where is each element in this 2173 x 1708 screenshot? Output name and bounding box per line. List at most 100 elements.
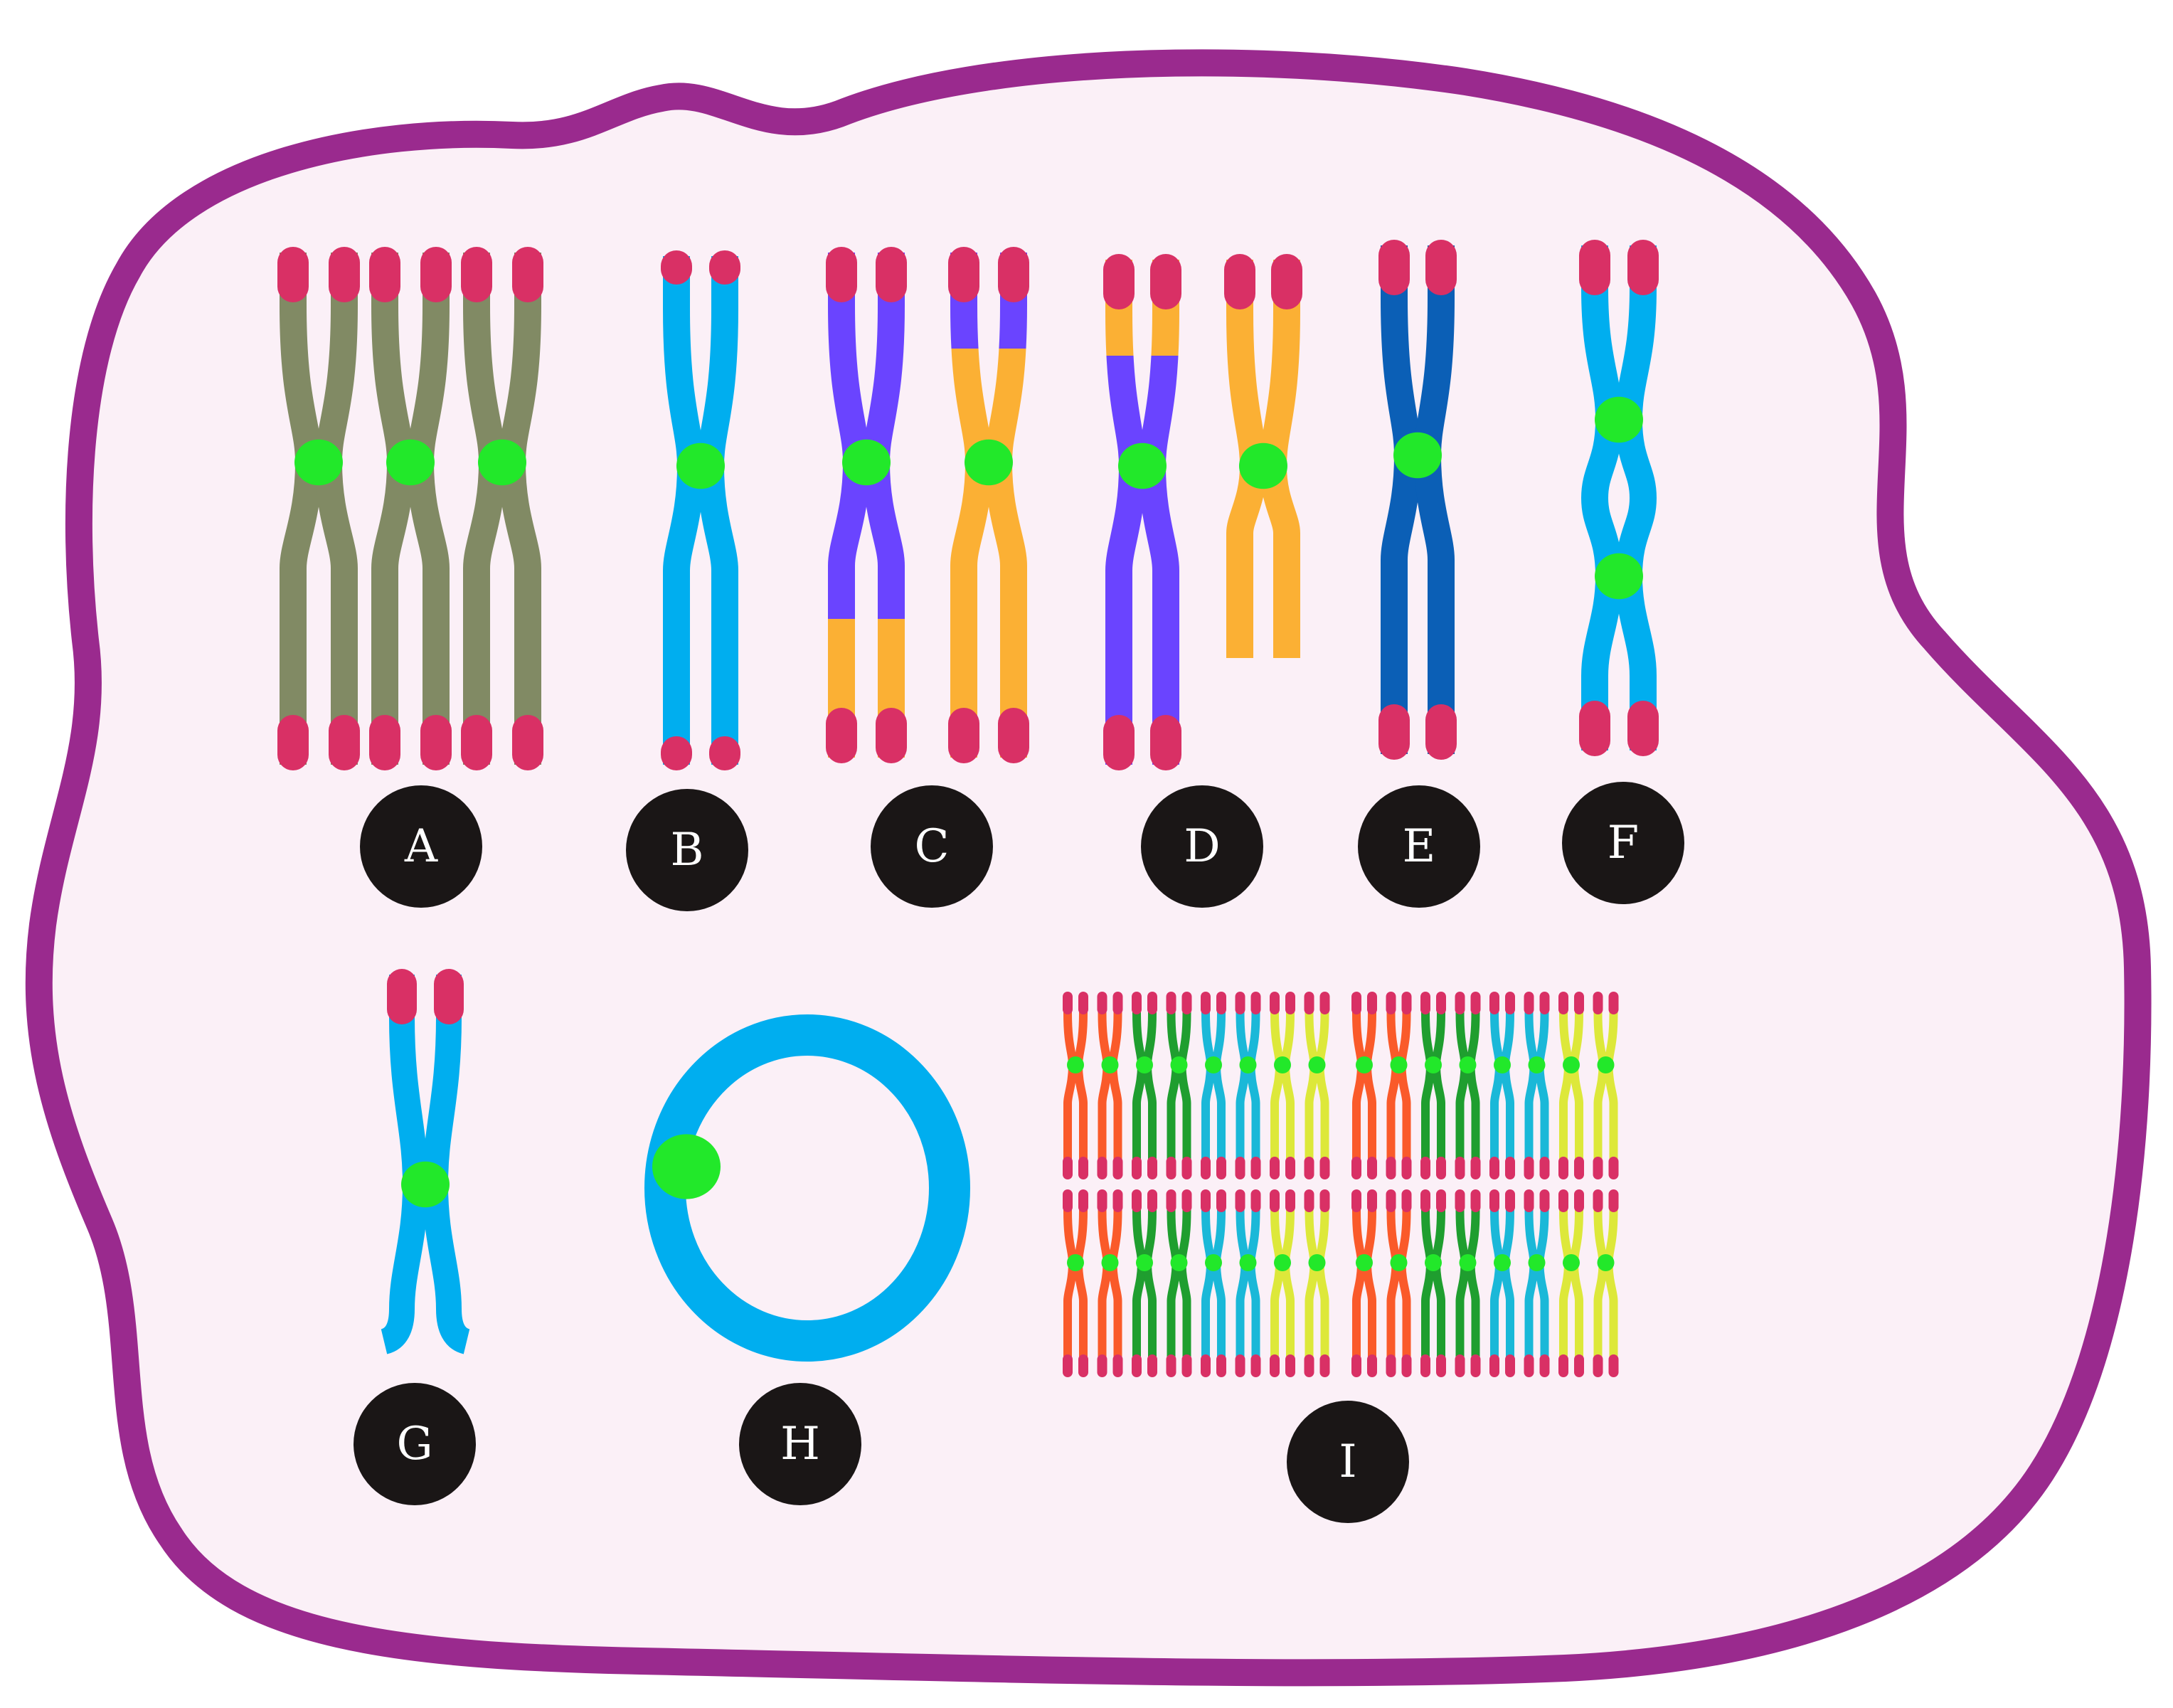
mini-telomere [1558,1189,1568,1212]
mini-chromatid [1466,996,1480,1174]
mini-chromatid [1246,996,1260,1174]
mini-centromere [1308,1056,1326,1073]
mini-chromatid [1593,996,1608,1174]
mini-telomere [1505,992,1515,1014]
telomere [1150,254,1181,309]
mini-telomere [1489,1189,1499,1212]
mini-telomere [1181,1189,1192,1212]
mini-telomere [1216,1157,1226,1179]
mini-telomere [1285,1157,1295,1179]
mini-telomere [1593,1189,1603,1212]
mini-centromere [1101,1254,1119,1271]
mini-telomere [1367,992,1377,1014]
chromatid-band [406,253,450,765]
telomere [661,250,692,285]
mini-centromere [1205,1056,1222,1073]
mini-telomere [1489,1157,1499,1179]
telomere [461,247,492,302]
mini-telomere [1063,992,1073,1014]
mini-telomere [1455,1189,1465,1212]
chromosome-a-2 [369,247,452,770]
chromosome-layer [277,240,1659,1377]
mini-chromatid [1604,996,1618,1174]
mini-telomere [1201,1157,1211,1179]
mini-telomere [1285,1189,1295,1212]
chromatid [422,975,471,1354]
telomere [434,969,464,1024]
mini-telomere [1351,1189,1361,1212]
mini-chromatid [1211,1194,1226,1372]
mini-chromatid [1421,996,1435,1174]
telomere [826,708,857,763]
chromatid [380,975,429,1354]
mini-chromatid [1455,996,1470,1174]
mini-chromatid [1352,1194,1366,1372]
telomere [277,247,309,302]
mini-chromatid [1177,1194,1191,1372]
mini-chromatid [1362,996,1376,1174]
label-text: E [1403,820,1436,873]
label-circle [1287,1401,1409,1523]
mini-telomere [1147,1157,1157,1179]
mini-telomere [1216,992,1226,1014]
mini-centromere [1308,1254,1326,1271]
mini-telomere [1132,1354,1142,1377]
mini-chromatid [1098,1194,1112,1372]
mini-centromere [1425,1254,1442,1271]
mini-telomere [1386,1354,1396,1377]
mini-telomere [1608,1157,1619,1179]
mini-telomere [1593,992,1603,1014]
mini-centromere [1170,1254,1188,1271]
mini-chromatid [1305,1194,1319,1372]
centromere [842,439,891,486]
mini-telomere [1097,1157,1107,1179]
label-text: D [1184,820,1220,873]
mini-telomere [1367,1354,1377,1377]
mini-telomere [1319,1354,1330,1377]
centromere [676,442,725,489]
mini-telomere [1420,992,1430,1014]
telomere [277,715,309,770]
mini-telomere [1304,992,1314,1014]
telomere [1627,240,1659,295]
mini-telomere [1608,992,1619,1014]
mini-chromatid [1167,996,1181,1174]
telomere [1103,254,1135,309]
mini-chromatid [1397,1194,1411,1372]
mini-telomere [1593,1354,1603,1377]
chromatid-band [498,253,541,765]
chromatid-band [280,253,323,765]
mini-centromere [1067,1056,1084,1073]
mini-telomere [1401,1157,1412,1179]
mini-chromatid [1524,1194,1539,1372]
mini-telomere [1401,992,1412,1014]
label-circle [1358,785,1480,908]
mini-centromere [1067,1254,1084,1271]
mini-chromatid [1352,996,1366,1174]
mini-chromatid [1132,996,1147,1174]
mini-telomere [1166,1354,1176,1377]
chromatid-band [463,253,506,765]
mini-centromere [1274,1056,1291,1073]
mini-centromere [1101,1056,1119,1073]
mini-chromatid [1167,1194,1181,1372]
mini-chromatid [1246,1194,1260,1372]
label-circle [1141,785,1263,908]
mini-chromatid [1236,996,1250,1174]
label-d: D [1141,785,1263,908]
mini-telomere [1112,1157,1123,1179]
mini-telomere [1455,992,1465,1014]
mini-chromatid [1362,1194,1376,1372]
mini-chromatid [1466,1194,1480,1372]
mini-telomere [1216,1354,1226,1377]
mini-centromere [1239,1254,1257,1271]
mini-centromere [1459,1254,1477,1271]
telomere [369,715,400,770]
mini-chromatid [1500,1194,1514,1372]
mini-telomere [1304,1189,1314,1212]
telomere [1271,254,1302,309]
chromatid [1580,245,1623,750]
mini-telomere [1201,1189,1211,1212]
mini-centromere [1597,1056,1615,1073]
mini-telomere [1574,992,1584,1014]
